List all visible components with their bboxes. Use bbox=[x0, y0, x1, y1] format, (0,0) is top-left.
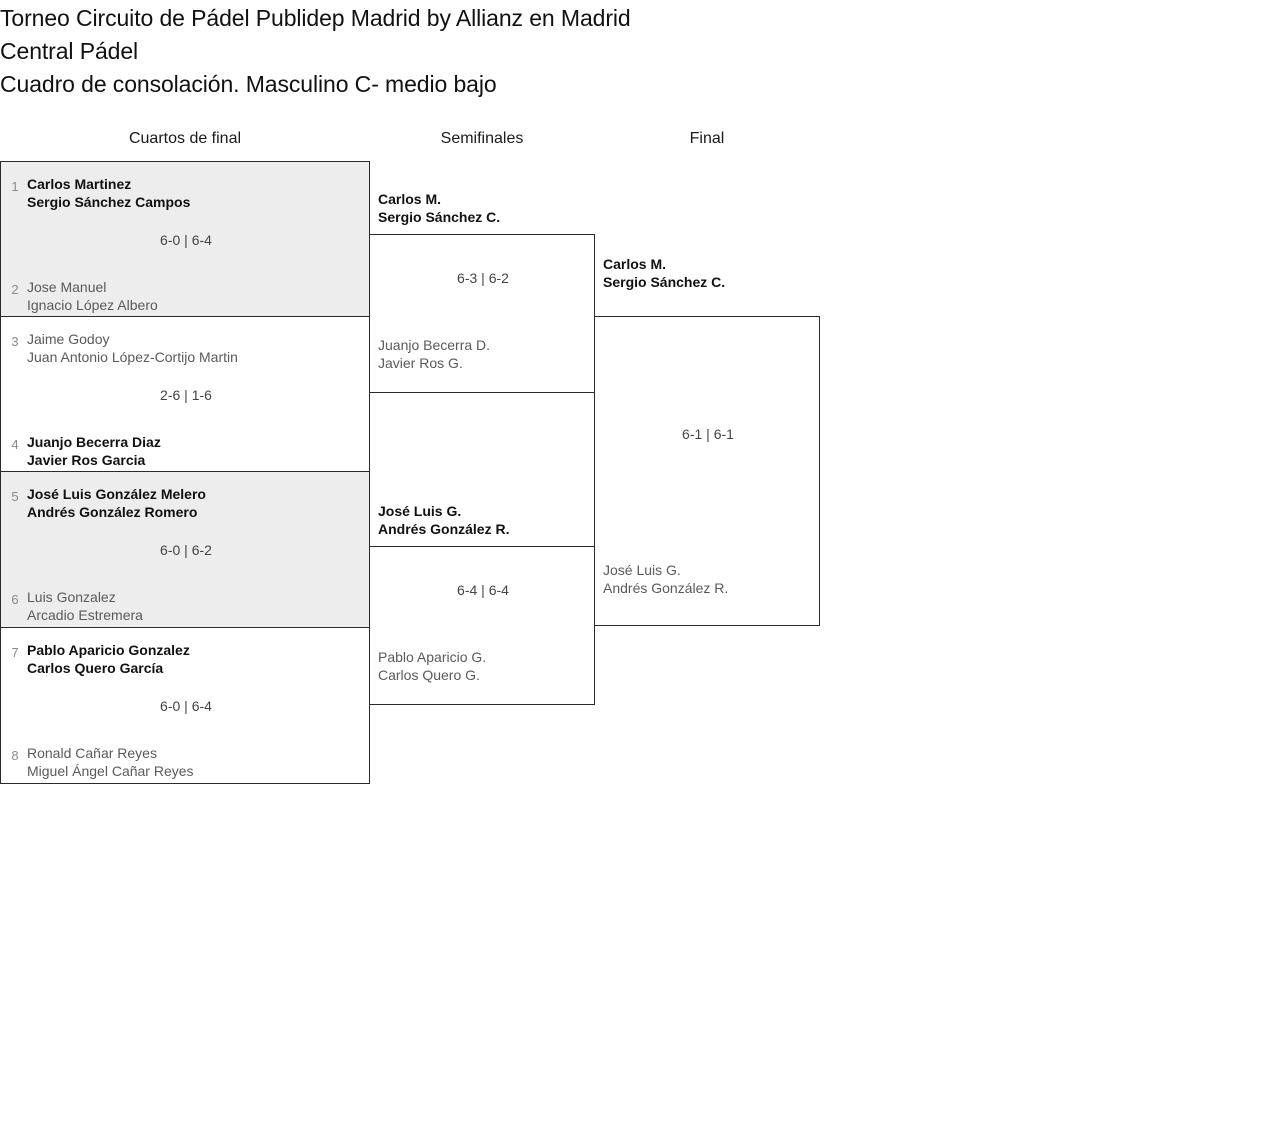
team-bottom: Juanjo Becerra Diaz Javier Ros Garcia bbox=[27, 433, 161, 469]
match-final[interactable]: Carlos M. Sergio Sánchez C. 6-1 | 6-1 Jo… bbox=[594, 256, 820, 626]
page-title-line-3: Cuadro de consolación. Masculino C- medi… bbox=[0, 71, 497, 97]
team-bottom: Pablo Aparicio G. Carlos Quero G. bbox=[378, 648, 486, 684]
match-score: 6-1 | 6-1 bbox=[682, 426, 734, 442]
team-bottom: Luis Gonzalez Arcadio Estremera bbox=[27, 588, 143, 624]
team-bottom: José Luis G. Andrés González R. bbox=[603, 561, 728, 597]
match-quarterfinal-4[interactable]: 7 Pablo Aparicio Gonzalez Carlos Quero G… bbox=[0, 627, 370, 784]
seed-number: 4 bbox=[11, 437, 19, 452]
seed-number: 8 bbox=[11, 748, 19, 763]
team-top: José Luis González Melero Andrés Gonzále… bbox=[27, 485, 206, 521]
player-name: Andrés González Romero bbox=[27, 504, 198, 520]
match-quarterfinal-3[interactable]: 5 José Luis González Melero Andrés Gonzá… bbox=[0, 471, 370, 628]
team-top: Jaime Godoy Juan Antonio López-Cortijo M… bbox=[27, 330, 238, 366]
round-header-quarterfinals: Cuartos de final bbox=[128, 130, 242, 147]
player-name: Sergio Sánchez Campos bbox=[27, 194, 191, 210]
player-name: Sergio Sánchez C. bbox=[603, 274, 726, 290]
player-name: Pablo Aparicio G. bbox=[378, 649, 487, 665]
team-bottom: Jose Manuel Ignacio López Albero bbox=[27, 278, 158, 314]
match-score: 6-3 | 6-2 bbox=[457, 270, 509, 286]
seed-number: 5 bbox=[11, 489, 19, 504]
match-score: 2-6 | 1-6 bbox=[160, 387, 212, 403]
page-title-line-2: Central Pádel bbox=[0, 38, 139, 64]
player-name: Andrés González R. bbox=[378, 521, 510, 537]
match-quarterfinal-1[interactable]: 1 Carlos Martinez Sergio Sánchez Campos … bbox=[0, 161, 370, 317]
player-name: Pablo Aparicio Gonzalez bbox=[27, 642, 190, 658]
round-header-semifinals: Semifinales bbox=[440, 130, 524, 147]
player-name: José Luis G. bbox=[603, 562, 681, 578]
match-score: 6-0 | 6-2 bbox=[160, 542, 212, 558]
seed-number: 2 bbox=[11, 282, 19, 297]
player-name: Juanjo Becerra Diaz bbox=[27, 434, 161, 450]
match-quarterfinal-2[interactable]: 3 Jaime Godoy Juan Antonio López-Cortijo… bbox=[0, 316, 370, 472]
page-title-line-1: Torneo Circuito de Pádel Publidep Madrid… bbox=[0, 5, 631, 31]
player-name: Carlos Quero García bbox=[27, 660, 164, 676]
round-header-final: Final bbox=[689, 130, 725, 147]
team-bottom: Ronald Cañar Reyes Miguel Ángel Cañar Re… bbox=[27, 744, 194, 780]
player-name: Ronald Cañar Reyes bbox=[27, 745, 157, 761]
team-top-champion: Carlos M. Sergio Sánchez C. bbox=[603, 255, 725, 291]
player-name: Arcadio Estremera bbox=[27, 607, 143, 623]
match-semifinal-2[interactable]: José Luis G. Andrés González R. 6-4 | 6-… bbox=[369, 503, 595, 705]
match-semifinal-1[interactable]: Carlos M. Sergio Sánchez C. 6-3 | 6-2 Ju… bbox=[369, 191, 595, 393]
player-name: Jose Manuel bbox=[27, 279, 107, 295]
player-name: Juan Antonio López-Cortijo Martin bbox=[27, 349, 238, 365]
team-top: Pablo Aparicio Gonzalez Carlos Quero Gar… bbox=[27, 641, 190, 677]
player-name: Javier Ros Garcia bbox=[27, 452, 146, 468]
match-score: 6-0 | 6-4 bbox=[160, 232, 212, 248]
player-name: José Luis González Melero bbox=[27, 486, 206, 502]
team-top: Carlos Martinez Sergio Sánchez Campos bbox=[27, 175, 190, 211]
seed-number: 7 bbox=[11, 645, 19, 660]
player-name: Carlos M. bbox=[603, 256, 667, 272]
seed-number: 1 bbox=[11, 179, 19, 194]
team-top: Carlos M. Sergio Sánchez C. bbox=[378, 190, 500, 226]
match-score: 6-0 | 6-4 bbox=[160, 698, 212, 714]
player-name: Carlos Martinez bbox=[27, 176, 132, 192]
player-name: Juanjo Becerra D. bbox=[378, 337, 491, 353]
player-name: Andrés González R. bbox=[603, 580, 729, 596]
player-name: Luis Gonzalez bbox=[27, 589, 116, 605]
player-name: Jaime Godoy bbox=[27, 331, 110, 347]
player-name: Carlos M. bbox=[378, 191, 442, 207]
seed-number: 6 bbox=[11, 592, 19, 607]
page-title: Torneo Circuito de Pádel Publidep Madrid… bbox=[0, 2, 860, 101]
seed-number: 3 bbox=[11, 334, 19, 349]
player-name: Ignacio López Albero bbox=[27, 297, 158, 313]
player-name: Sergio Sánchez C. bbox=[378, 209, 501, 225]
player-name: José Luis G. bbox=[378, 503, 462, 519]
team-top: José Luis G. Andrés González R. bbox=[378, 502, 509, 538]
player-name: Miguel Ángel Cañar Reyes bbox=[27, 763, 194, 779]
player-name: Javier Ros G. bbox=[378, 355, 463, 371]
match-score: 6-4 | 6-4 bbox=[457, 582, 509, 598]
team-bottom: Juanjo Becerra D. Javier Ros G. bbox=[378, 336, 490, 372]
player-name: Carlos Quero G. bbox=[378, 667, 480, 683]
